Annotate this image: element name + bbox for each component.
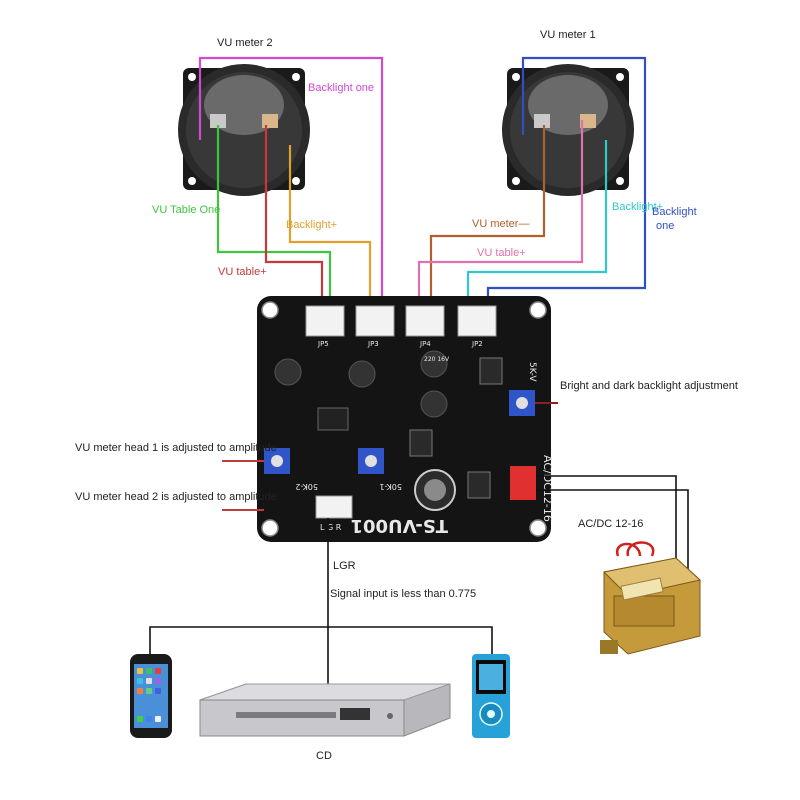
pot-5k-v-label: 5K-V	[527, 362, 537, 382]
pcb-board: JP5 JP3 JP4 JP2 TS-VU001 AC/DC12-16 50K-…	[257, 296, 554, 542]
label-backlight-right-1: Backlight	[652, 206, 697, 218]
smartphone-image	[130, 654, 172, 738]
label-backlight-plus-left: Backlight+	[286, 219, 337, 231]
wire-vu-table-plus-right	[417, 120, 584, 322]
power-connector	[510, 466, 536, 500]
lgr-pins-label: L G R	[320, 523, 342, 532]
wire-backlight-minus-left	[198, 56, 384, 322]
cap-label: 220 16V	[424, 356, 450, 363]
pot-50k-2-label: 50K-2	[295, 482, 318, 491]
pot-50k-1-label: 50K-1	[379, 482, 402, 491]
wire-signal-horizontal	[149, 626, 493, 654]
label-head-2: VU meter head 2 is adjusted to amplitude	[75, 491, 277, 503]
transformer-image	[600, 541, 702, 655]
cd-player-image	[199, 683, 451, 737]
label-vu-table-plus: VU table+	[218, 266, 267, 278]
label-cd: CD	[316, 750, 332, 762]
label-vu-table-plus-right: VU table+	[477, 247, 526, 259]
wire-vu-table-minus-left	[216, 125, 332, 322]
mp3-player-image	[472, 654, 510, 738]
label-bright-dark: Bright and dark backlight adjustment	[560, 380, 738, 392]
wire-vu-meter-minus-right	[429, 125, 546, 322]
label-vu-meter-minus: VU meter—	[472, 218, 529, 230]
board-name: TS-VU001	[350, 515, 448, 536]
connector-jp4	[405, 305, 445, 337]
label-acdc: AC/DC 12-16	[578, 518, 643, 530]
jp2-label: JP2	[471, 340, 483, 348]
jp4-label: JP4	[419, 340, 431, 348]
vu-meter-1	[502, 64, 634, 196]
jp3-label: JP3	[367, 340, 379, 348]
lgr-connector	[315, 495, 353, 519]
wire-vu-table-plus-left	[264, 125, 324, 322]
label-backlight-one-left: Backlight one	[308, 82, 374, 94]
wire-backlight-plus-left	[288, 145, 372, 322]
label-backlight-plus-right: Backlight+	[612, 201, 663, 213]
connector-jp2	[457, 305, 497, 337]
wire-power-1	[536, 475, 677, 592]
label-vu-table-one: VU Table One	[152, 204, 220, 216]
label-vu-meter-1: VU meter 1	[540, 29, 596, 41]
label-lgr: LGR	[333, 560, 356, 572]
board-power-label: AC/DC12-16	[541, 455, 554, 522]
label-vu-meter-2: VU meter 2	[217, 37, 273, 49]
connector-jp3	[355, 305, 395, 337]
wire-power-2	[536, 489, 689, 602]
label-head-1: VU meter head 1 is adjusted to amplitude	[75, 442, 277, 454]
jp5-label: JP5	[317, 340, 329, 348]
wire-backlight-minus-right	[486, 56, 647, 322]
vu-meter-2	[178, 64, 310, 196]
connector-jp5	[305, 305, 345, 337]
label-backlight-right-2: one	[656, 220, 674, 232]
label-signal: Signal input is less than 0.775	[330, 588, 476, 600]
